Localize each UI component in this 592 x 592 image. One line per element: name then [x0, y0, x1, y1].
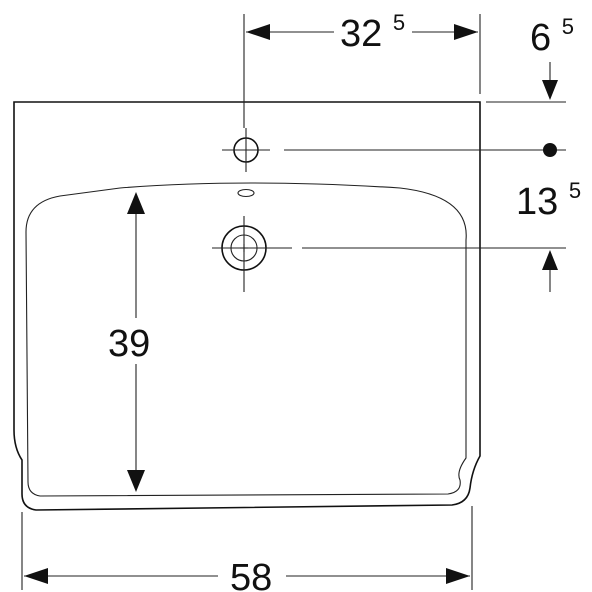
tap-offset-arrow-right [454, 24, 478, 40]
hole-spacing-main: 13 [516, 181, 558, 223]
depth-arrow-top [127, 192, 145, 214]
width-arrow-right [446, 568, 470, 584]
top-offset-label: 6 5 [530, 14, 574, 59]
top-offset-sup: 5 [562, 14, 574, 39]
tap-offset-label-mask [334, 12, 412, 52]
depth-arrow-bottom [127, 470, 145, 492]
top-offset-main: 6 [530, 17, 551, 59]
basin-outer-outline [13, 101, 481, 511]
hole-spacing-label: 13 5 [516, 178, 581, 223]
width-label-mask [218, 554, 286, 592]
depth-label-mask [104, 318, 168, 364]
width-arrow-left [24, 568, 48, 584]
top-offset-arrowhead [542, 80, 558, 100]
overflow-hole [237, 188, 255, 198]
hole-spacing-arrowhead [542, 250, 558, 270]
tap-offset-arrow-left [246, 24, 270, 40]
depth-label: 39 [108, 323, 150, 365]
basin-inner-bowl [25, 182, 467, 497]
tap-offset-sup: 5 [393, 10, 405, 35]
tap-offset-label: 32 5 [340, 10, 405, 55]
width-label: 58 [230, 557, 272, 592]
tap-center-marker [543, 143, 557, 157]
hole-spacing-sup: 5 [569, 178, 581, 203]
tap-offset-main: 32 [340, 13, 382, 55]
